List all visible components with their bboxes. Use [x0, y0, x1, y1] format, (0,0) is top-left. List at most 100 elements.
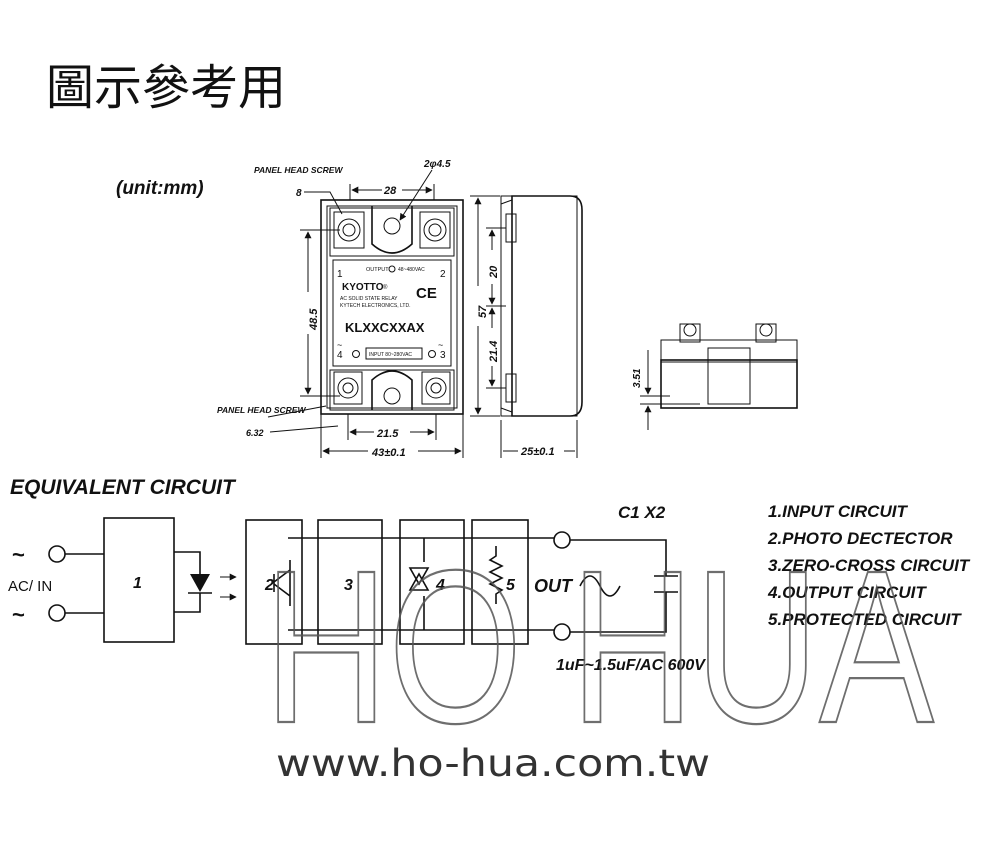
end-view: 3.51 [632, 323, 798, 430]
page-title: 圖示參考用 [46, 62, 286, 115]
circuit-heading: EQUIVALENT CIRCUIT [10, 476, 237, 499]
top-terminal-block [329, 207, 455, 257]
label-plate [332, 259, 452, 367]
transistor-icon [273, 560, 291, 606]
watermark-url: www.ho-hua.com.tw [276, 742, 710, 785]
wire [174, 551, 201, 613]
terminal-label-1: 1 [337, 269, 343, 280]
screw-icon-inner [342, 223, 356, 237]
ce-mark: CE [416, 285, 437, 302]
block-zero-cross [317, 519, 383, 645]
dim-48-5: 48.5 [308, 308, 320, 331]
block-3-label: 3 [344, 577, 353, 594]
bottom-mounting-slot [371, 370, 413, 410]
varistor-icon [488, 546, 504, 604]
tilde-mark: ~ [337, 340, 342, 350]
screw-icon-inner [428, 223, 442, 237]
input-terminal-top [48, 545, 66, 563]
tilde-mark: ~ [438, 340, 443, 350]
terminal-label-4: 4 [337, 350, 343, 361]
input-label-box [365, 347, 423, 360]
mounting-hole [383, 217, 401, 235]
dim-21-5: 21.5 [376, 428, 399, 440]
screw-icon [425, 377, 447, 399]
ac-in-label: AC/ IN [8, 578, 52, 595]
block-photo-detector [245, 519, 303, 645]
label-output-voltage: 48~480VAC [398, 267, 425, 273]
end-screw-left [679, 323, 701, 343]
block-5-label: 5 [506, 577, 516, 594]
out-label: OUT [534, 576, 574, 596]
screw-icon-inner [342, 382, 354, 394]
capacitor-spec: 1uF~1.5uF/AC 600V [556, 657, 706, 674]
product-desc: AC SOLID STATE RELAY [340, 296, 398, 302]
leader-line [267, 405, 327, 418]
input-terminal-bottom [48, 604, 66, 622]
screw-icon [683, 323, 697, 337]
block-output-circuit [399, 519, 465, 645]
dim-6-32: 6.32 [246, 428, 264, 438]
legend-item-4: 4.OUTPUT CIRCUIT [767, 583, 927, 602]
panel-head-screw-top: PANEL HEAD SCREW [254, 165, 343, 175]
block-protected-circuit [471, 519, 529, 645]
leader-line [269, 425, 339, 433]
side-cover [511, 195, 583, 417]
legend: 1.INPUT CIRCUIT 2.PHOTO DECTECTOR 3.ZERO… [767, 502, 971, 629]
end-body [660, 359, 798, 409]
terminal-3-box [421, 371, 451, 405]
legend-item-5: 5.PROTECTED CIRCUIT [768, 610, 962, 629]
end-terminal-block [660, 339, 798, 363]
dim-43: 43±0.1 [371, 447, 406, 459]
ac-wave-icon [579, 575, 621, 597]
screw-icon [759, 323, 773, 337]
screw-icon [337, 377, 359, 399]
front-outer-body [320, 199, 464, 415]
label-input: INPUT 80~280VAC [369, 352, 412, 358]
brand-registered: ® [383, 284, 388, 291]
wire [570, 539, 667, 633]
tilde-top: ~ [12, 542, 25, 567]
output-indicator-icon [388, 265, 396, 273]
end-center-rib [707, 347, 751, 405]
label-output: OUTPUT [366, 267, 389, 273]
mounting-hole [383, 387, 401, 405]
dim-20: 20 [488, 265, 500, 279]
side-edge [500, 199, 513, 413]
block-input-circuit [103, 517, 175, 643]
bottom-terminal-block [329, 369, 455, 411]
dim-hole-diameter: 2φ4.5 [423, 159, 451, 170]
c1x2-label: C1 X2 [618, 503, 666, 522]
unit-label: (unit:mm) [116, 178, 204, 199]
legend-item-2: 2.PHOTO DECTECTOR [767, 529, 953, 548]
terminal-2-box [419, 211, 451, 249]
equivalent-circuit: ~ AC/ IN ~ 1 2 3 4 5 OUT [8, 503, 706, 674]
side-screw-bottom [505, 373, 517, 403]
screw-icon [423, 218, 447, 242]
front-inner-frame [326, 205, 458, 409]
front-view: OUTPUT 48~480VAC 1 2 KYOTTO ® CE AC SOLI… [217, 159, 464, 459]
led-icon [190, 574, 210, 592]
dim-28: 28 [383, 185, 397, 197]
watermark-text: HO HUA [264, 526, 934, 769]
company-name: KYTECH ELECTRONICS, LTD. [340, 303, 410, 309]
dim-label-bg [518, 441, 564, 455]
leader-line [399, 169, 433, 221]
terminal-label-2: 2 [440, 269, 446, 280]
triac-icon [408, 567, 430, 591]
dim-25: 25±0.1 [520, 446, 555, 458]
model-number: KLXXCXXAX [345, 320, 425, 335]
legend-item-1: 1.INPUT CIRCUIT [768, 502, 908, 521]
dim-8: 8 [296, 188, 302, 199]
dim-21-4: 21.4 [488, 341, 500, 363]
screw-icon-inner [430, 382, 442, 394]
dim-3-51: 3.51 [632, 368, 643, 388]
panel-head-screw-bottom: PANEL HEAD SCREW [217, 405, 306, 415]
block-4-label: 4 [435, 577, 445, 594]
input-indicator-icon [428, 350, 436, 358]
block-2-label: 2 [264, 577, 274, 594]
side-screw-top [505, 213, 517, 243]
end-screw-right [755, 323, 777, 343]
legend-item-3: 3.ZERO-CROSS CIRCUIT [768, 556, 971, 575]
